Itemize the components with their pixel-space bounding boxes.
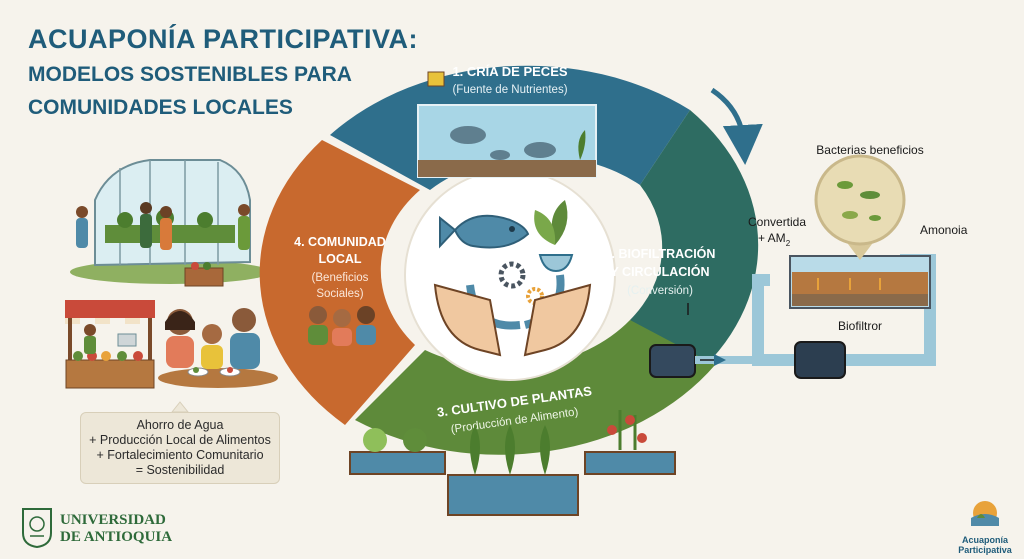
converted-label-line-1: Convertida [748,215,806,229]
stage-4-subtitle-line-1: (Beneficios [312,272,369,284]
page-title: ACUAPONÍA PARTICIPATIVA: MODELOS SOSTENI… [28,24,418,121]
hands-cycle-icon [433,200,592,357]
stage-2-subtitle: (Conversión) [627,285,693,297]
university-name-line-1: UNIVERSIDAD [60,512,166,528]
center-circle [404,169,616,381]
title-line-2: MODELOS SOSTENIBLES PARA [28,63,352,86]
biofilter-system [649,154,936,379]
stage-1-subtitle: (Fuente de Nutrientes) [452,84,567,96]
brand-name-line-2: Participativa [958,545,1012,555]
fish-tank-illustration [417,71,597,178]
title-line-1: ACUAPONÍA PARTICIPATIVA: [28,24,418,54]
greenhouse-illustration [70,159,270,287]
summary-line-1: Ahorro de Agua [136,418,224,432]
stage-1-title: 1. CRÍA DE PECES [452,64,567,79]
segment-2-biofiltration [630,110,759,380]
family-meal-illustration [158,308,278,388]
brand-name-line-1: Acuaponía [961,535,1008,545]
market-stall-illustration [65,300,155,389]
segment-3-plant-cultivation [355,320,715,455]
plant-beds-illustration [349,410,676,516]
filter-label: Biofiltror [838,319,882,333]
brand-sun-fish-icon [971,501,999,526]
stage-4-subtitle-line-2: Sociales) [316,288,363,300]
university-name-line-2: DE ANTIOQUIA [60,529,173,545]
bacteria-label: Bacterias beneficios [816,143,923,157]
benefits-summary-box: Ahorro de Agua + Producción Local de Ali… [80,412,280,484]
segment-4-local-community [259,140,420,425]
stage-2-title-line-2: Y CIRCULACIÓN [610,264,709,279]
title-line-3: COMUNIDADES LOCALES [28,96,293,119]
summary-line-4: = Sostenibilidad [135,463,225,477]
ammonia-label: Amonoia [920,223,968,237]
summary-line-3: + Fortalecimiento Comunitario [96,448,264,462]
stage-4-title-line-2: LOCAL [318,252,361,266]
stage-2-title-line-1: 2. BIOFILTRACIÓN [605,246,716,261]
university-seal-icon [22,508,52,548]
summary-line-2: + Producción Local de Alimentos [89,433,271,447]
flow-arrow-icon [710,87,763,165]
stage-4-title-line-1: 4. COMUNIDAD [294,235,386,249]
brand-logo: Acuaponía Participativa [950,500,1020,555]
community-people-icon [308,306,376,346]
converted-label-line-2: + AM2 [758,231,791,248]
